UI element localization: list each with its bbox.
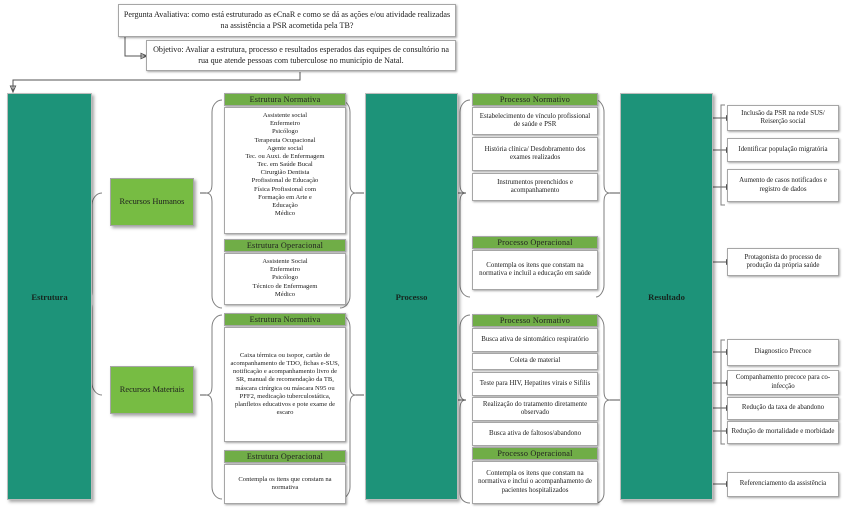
header-processo-normativo-bottom: Processo Normativo: [472, 314, 598, 327]
processo-normativo-top-item-0: Estabelecimento de vínculo profissional …: [472, 107, 598, 135]
header-estrutura-operacional-rh-label: Estrutura Operacional: [246, 241, 324, 250]
header-estrutura-normativa-rh-label: Estrutura Normativa: [249, 95, 321, 104]
resultado-group1-item-1-text: Identificar população migratória: [738, 145, 828, 153]
processo-operacional-bottom-box: Contempla os itens que constam na normat…: [472, 461, 598, 504]
list-estrutura-operacional-rm-text: Contempla os itens que constam na normat…: [238, 475, 332, 491]
header-processo-normativo-top: Processo Normativo: [472, 93, 598, 106]
resultado-group2-item-2: Redução da taxa de abandono: [727, 397, 839, 420]
header-processo-normativo-top-label: Processo Normativo: [499, 95, 571, 104]
header-processo-operacional-top: Processo Operacional: [472, 236, 598, 249]
processo-normativo-bottom-item-0: Busca ativa de sintomático respiratório: [472, 328, 598, 352]
processo-operacional-bottom-text: Contempla os itens que constam na normat…: [478, 469, 592, 494]
resultado-group1-item-1: Identificar população migratória: [727, 138, 839, 162]
processo-normativo-bottom-item-2-text: Teste para HIV, Hepatites virais e Sifil…: [479, 379, 591, 387]
resultado-group2-item-1: Companhamento precoce para co-infecção: [727, 370, 839, 395]
processo-normativo-bottom-item-1-text: Coleta de material: [509, 357, 561, 365]
processo-normativo-bottom-item-3: Realização do tratamento diretamente obs…: [472, 397, 598, 421]
header-processo-operacional-top-label: Processo Operacional: [497, 238, 573, 247]
resultado-group1-item-0-text: Inclusão da PSR na rede SUS/ Reiserção s…: [741, 109, 825, 125]
processo-normativo-bottom-item-3-text: Realização do tratamento diretamente obs…: [482, 400, 588, 416]
processo-operacional-top-box: Contempla os itens que constam na normat…: [472, 250, 598, 290]
header-estrutura-normativa-rm-label: Estrutura Normativa: [249, 315, 321, 324]
resultado-single-protagonista-text: Protagonista do processo de produção da …: [744, 253, 822, 269]
header-processo-operacional-bottom: Processo Operacional: [472, 447, 598, 460]
resultado-group1-item-2: Aumento de casos notificados e registro …: [727, 169, 839, 202]
resultado-group2-item-2-text: Redução da taxa de abandono: [741, 404, 825, 412]
processo-normativo-top-item-2: Instrumentos preenchidos e acompanhament…: [472, 173, 598, 201]
resultado-group2-item-3-text: Redução de mortalidade e morbidade: [731, 428, 835, 436]
resultado-group2-item-1-text: Companhamento precoce para co-infecção: [735, 374, 831, 390]
list-estrutura-operacional-rh: Assistente Social Enfermeiro Psicólogo T…: [224, 253, 346, 305]
processo-normativo-bottom-item-4-text: Busca ativa de faltosos/abandono: [488, 429, 582, 437]
evaluative-question-box: Pergunta Avaliativa: como está estrutura…: [118, 4, 456, 37]
processo-operacional-top-text: Contempla os itens que constam na normat…: [479, 261, 591, 277]
pillar-estrutura-label: Estrutura: [31, 291, 68, 302]
processo-normativo-bottom-item-2: Teste para HIV, Hepatites virais e Sifil…: [472, 372, 598, 396]
resultado-group2-item-0-text: Diagnostico Precoce: [754, 348, 812, 356]
pillar-processo-label: Processo: [395, 291, 428, 302]
evaluative-question-text: Pergunta Avaliativa: como está estrutura…: [123, 9, 451, 30]
header-processo-normativo-bottom-label: Processo Normativo: [499, 316, 571, 325]
header-estrutura-normativa-rh: Estrutura Normativa: [224, 93, 346, 106]
resource-recursos-materiais: Recursos Materiais: [110, 366, 194, 414]
objective-box: Objetivo: Avaliar a estrutura, processo …: [146, 40, 456, 71]
recursos-humanos-label: Recursos Humanos: [119, 196, 185, 206]
resultado-single-referenciamento-text: Referenciamento da assistência: [739, 480, 827, 488]
header-processo-operacional-bottom-label: Processo Operacional: [497, 449, 573, 458]
list-estrutura-normativa-rm-text: Caixa térmica ou isopor, cartão de acomp…: [230, 351, 340, 417]
header-estrutura-normativa-rm: Estrutura Normativa: [224, 313, 346, 326]
header-estrutura-operacional-rm: Estrutura Operacional: [224, 450, 346, 463]
processo-normativo-top-item-1: História clínica/ Desdobramento dos exam…: [472, 137, 598, 171]
resultado-group1-item-2-text: Aumento de casos notificados e registro …: [739, 177, 827, 193]
processo-normativo-top-item-2-text: Instrumentos preenchidos e acompanhament…: [497, 178, 573, 194]
header-estrutura-operacional-rm-label: Estrutura Operacional: [246, 452, 324, 461]
pillar-estrutura: Estrutura: [7, 93, 92, 500]
pillar-resultado: Resultado: [620, 93, 713, 500]
processo-normativo-bottom-item-1: Coleta de material: [472, 353, 598, 370]
objective-text: Objetivo: Avaliar a estrutura, processo …: [153, 44, 449, 65]
pillar-resultado-label: Resultado: [648, 291, 685, 302]
recursos-materiais-label: Recursos Materiais: [119, 384, 185, 394]
list-estrutura-operacional-rm: Contempla os itens que constam na normat…: [224, 464, 346, 504]
processo-normativo-bottom-item-4: Busca ativa de faltosos/abandono: [472, 422, 598, 446]
processo-normativo-top-item-1-text: História clínica/ Desdobramento dos exam…: [484, 145, 586, 161]
resultado-single-referenciamento: Referenciamento da assistência: [727, 472, 839, 497]
resultado-single-protagonista: Protagonista do processo de produção da …: [727, 248, 839, 276]
resultado-group2-item-0: Diagnostico Precoce: [727, 339, 839, 366]
list-estrutura-normativa-rm: Caixa térmica ou isopor, cartão de acomp…: [224, 327, 346, 442]
header-estrutura-operacional-rh: Estrutura Operacional: [224, 239, 346, 252]
resource-recursos-humanos: Recursos Humanos: [110, 178, 194, 226]
resultado-group1-item-0: Inclusão da PSR na rede SUS/ Reiserção s…: [727, 105, 839, 131]
processo-normativo-top-item-0-text: Estabelecimento de vínculo profissional …: [479, 112, 591, 128]
list-estrutura-normativa-rh-text: Assistente social Enfermeiro Psicólogo T…: [245, 112, 325, 218]
processo-normativo-bottom-item-0-text: Busca ativa de sintomático respiratório: [481, 335, 589, 343]
list-estrutura-operacional-rh-text: Assistente Social Enfermeiro Psicólogo T…: [252, 258, 318, 298]
pillar-processo: Processo: [365, 93, 458, 500]
list-estrutura-normativa-rh: Assistente social Enfermeiro Psicólogo T…: [224, 107, 346, 234]
resultado-group2-item-3: Redução de mortalidade e morbidade: [727, 421, 839, 444]
